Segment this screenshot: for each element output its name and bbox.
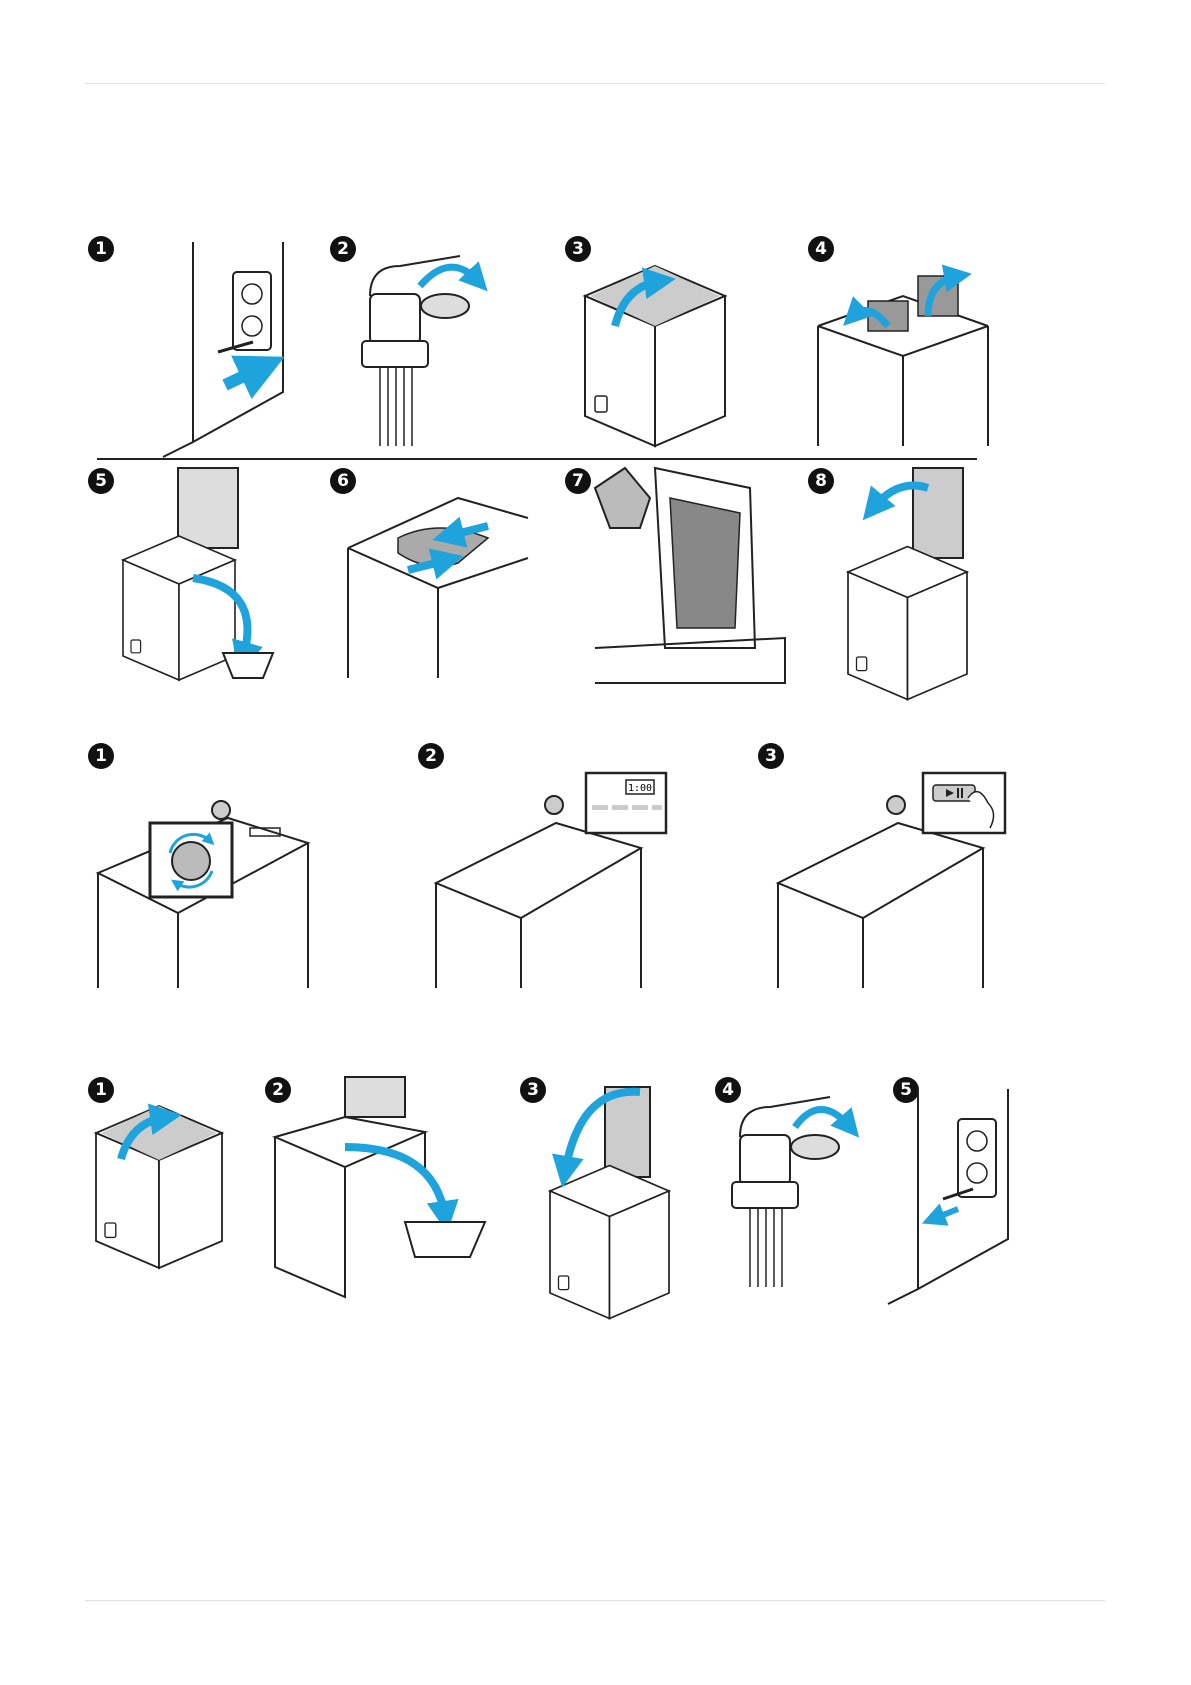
- display-time: 1:00: [628, 783, 652, 794]
- close-drum-flaps-icon: [348, 478, 528, 688]
- footer-rule: [85, 1600, 1105, 1601]
- remove-packaging-icon: [123, 468, 303, 688]
- close-drum-lid-icon: [550, 1077, 700, 1297]
- open-lid-icon: [585, 256, 725, 456]
- step-number-badge: 3: [520, 1077, 546, 1103]
- press-start-pause-icon: [778, 753, 1028, 1003]
- open-lid-icon: [96, 1097, 226, 1287]
- plug-into-socket-icon: [133, 242, 333, 457]
- header-rule: [85, 83, 1105, 84]
- step-number-badge: 1: [88, 236, 114, 262]
- open-water-tap-icon: [350, 246, 510, 456]
- step-number-badge: 1: [88, 743, 114, 769]
- step-number-badge: 7: [565, 468, 591, 494]
- step-number-badge: 5: [88, 468, 114, 494]
- insert-packaging-icon: [275, 1077, 495, 1297]
- pour-detergent-icon: [595, 468, 785, 683]
- open-drum-flaps-icon: [818, 246, 988, 456]
- turn-program-dial-icon: [98, 783, 328, 1033]
- close-water-tap-icon: [720, 1087, 880, 1297]
- close-dispenser-icon: [848, 468, 1008, 688]
- control-panel-display-icon: 1:00: [436, 753, 686, 1003]
- row-separator: [97, 458, 977, 460]
- step-number-badge: 8: [808, 468, 834, 494]
- unplug-from-socket-icon: [888, 1089, 1018, 1299]
